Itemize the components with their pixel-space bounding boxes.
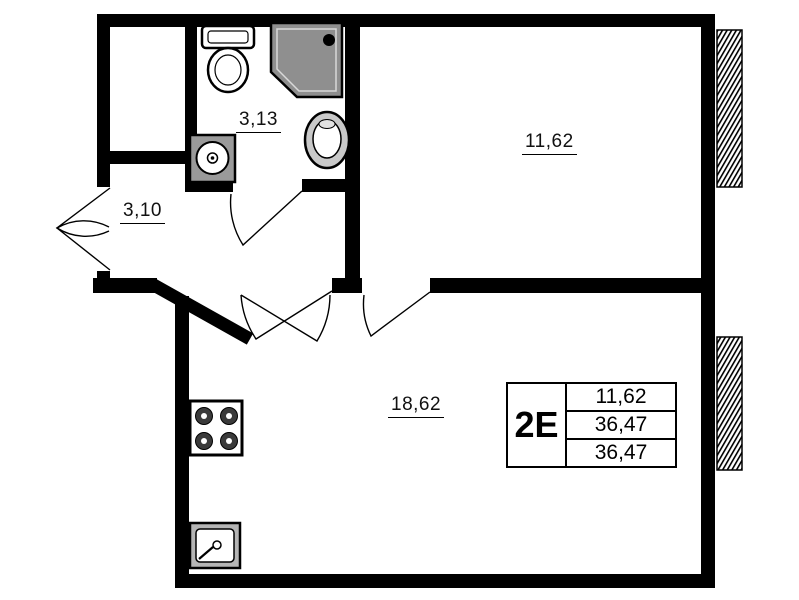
toilet-bowl-inner	[214, 54, 242, 86]
toilet-tank-inner	[207, 30, 249, 44]
room-area-label-bedroom: 11,62	[522, 131, 577, 155]
wall-diagonal	[148, 278, 254, 345]
shower-icon	[269, 21, 344, 99]
sink-drain	[210, 156, 215, 160]
wall-mid-left	[93, 278, 157, 293]
living-door-swing-left	[240, 294, 331, 342]
washbasin-icon	[303, 110, 351, 170]
toilet-icon	[200, 24, 256, 94]
wall-mid-right	[430, 278, 715, 293]
apartment-info-box: 2E 11,62 36,47 36,47	[506, 382, 677, 468]
stove-burner-center	[201, 438, 207, 444]
stove-icon	[188, 399, 244, 457]
info-row-living-area: 11,62	[595, 385, 647, 408]
wall-left-upper	[97, 14, 110, 187]
doors	[55, 187, 431, 342]
kitchen-sink-drain	[212, 540, 222, 550]
room-area-label-living: 18,62	[388, 394, 445, 418]
kitchen-sink-faucet	[198, 546, 214, 560]
wall-right	[701, 14, 715, 588]
stove-burner-center	[201, 413, 207, 419]
entrance-door-swing-bottom	[55, 220, 111, 271]
info-row-full-area: 36,47	[567, 438, 675, 466]
sink-icon	[188, 133, 237, 184]
wall-living-left	[175, 296, 189, 588]
wall-bottom	[175, 574, 715, 588]
shower-drain	[323, 34, 335, 46]
wall-nook-stub	[97, 151, 197, 164]
windows	[716, 29, 743, 471]
living-door-swing-right	[240, 290, 333, 340]
wall-mid-stub	[332, 278, 362, 293]
apartment-type-label: 2E	[508, 384, 567, 466]
window-top-icon	[716, 29, 743, 188]
sink-basin-ring	[206, 152, 219, 164]
stove-burner-center	[226, 413, 232, 419]
wall-top	[97, 14, 715, 27]
bedroom-door-swing	[362, 291, 431, 338]
entrance-door-swing-top	[55, 187, 111, 237]
washbasin-top	[318, 119, 336, 129]
stove-burner-center	[226, 438, 232, 444]
wall-hall-bedroom	[345, 14, 360, 293]
bathroom-door-swing	[229, 190, 303, 247]
room-area-label-bathroom: 3,13	[236, 109, 281, 133]
shower-tray-inner	[276, 28, 337, 92]
walls	[93, 14, 715, 588]
info-row-total-area: 36,47	[567, 410, 675, 438]
apartment-info-rows: 11,62 36,47 36,47	[567, 384, 675, 466]
kitchen-sink-icon	[188, 521, 242, 570]
room-area-label-hallway: 3,10	[120, 200, 165, 224]
window-bottom-icon	[716, 336, 743, 471]
shower-tray	[269, 21, 344, 99]
